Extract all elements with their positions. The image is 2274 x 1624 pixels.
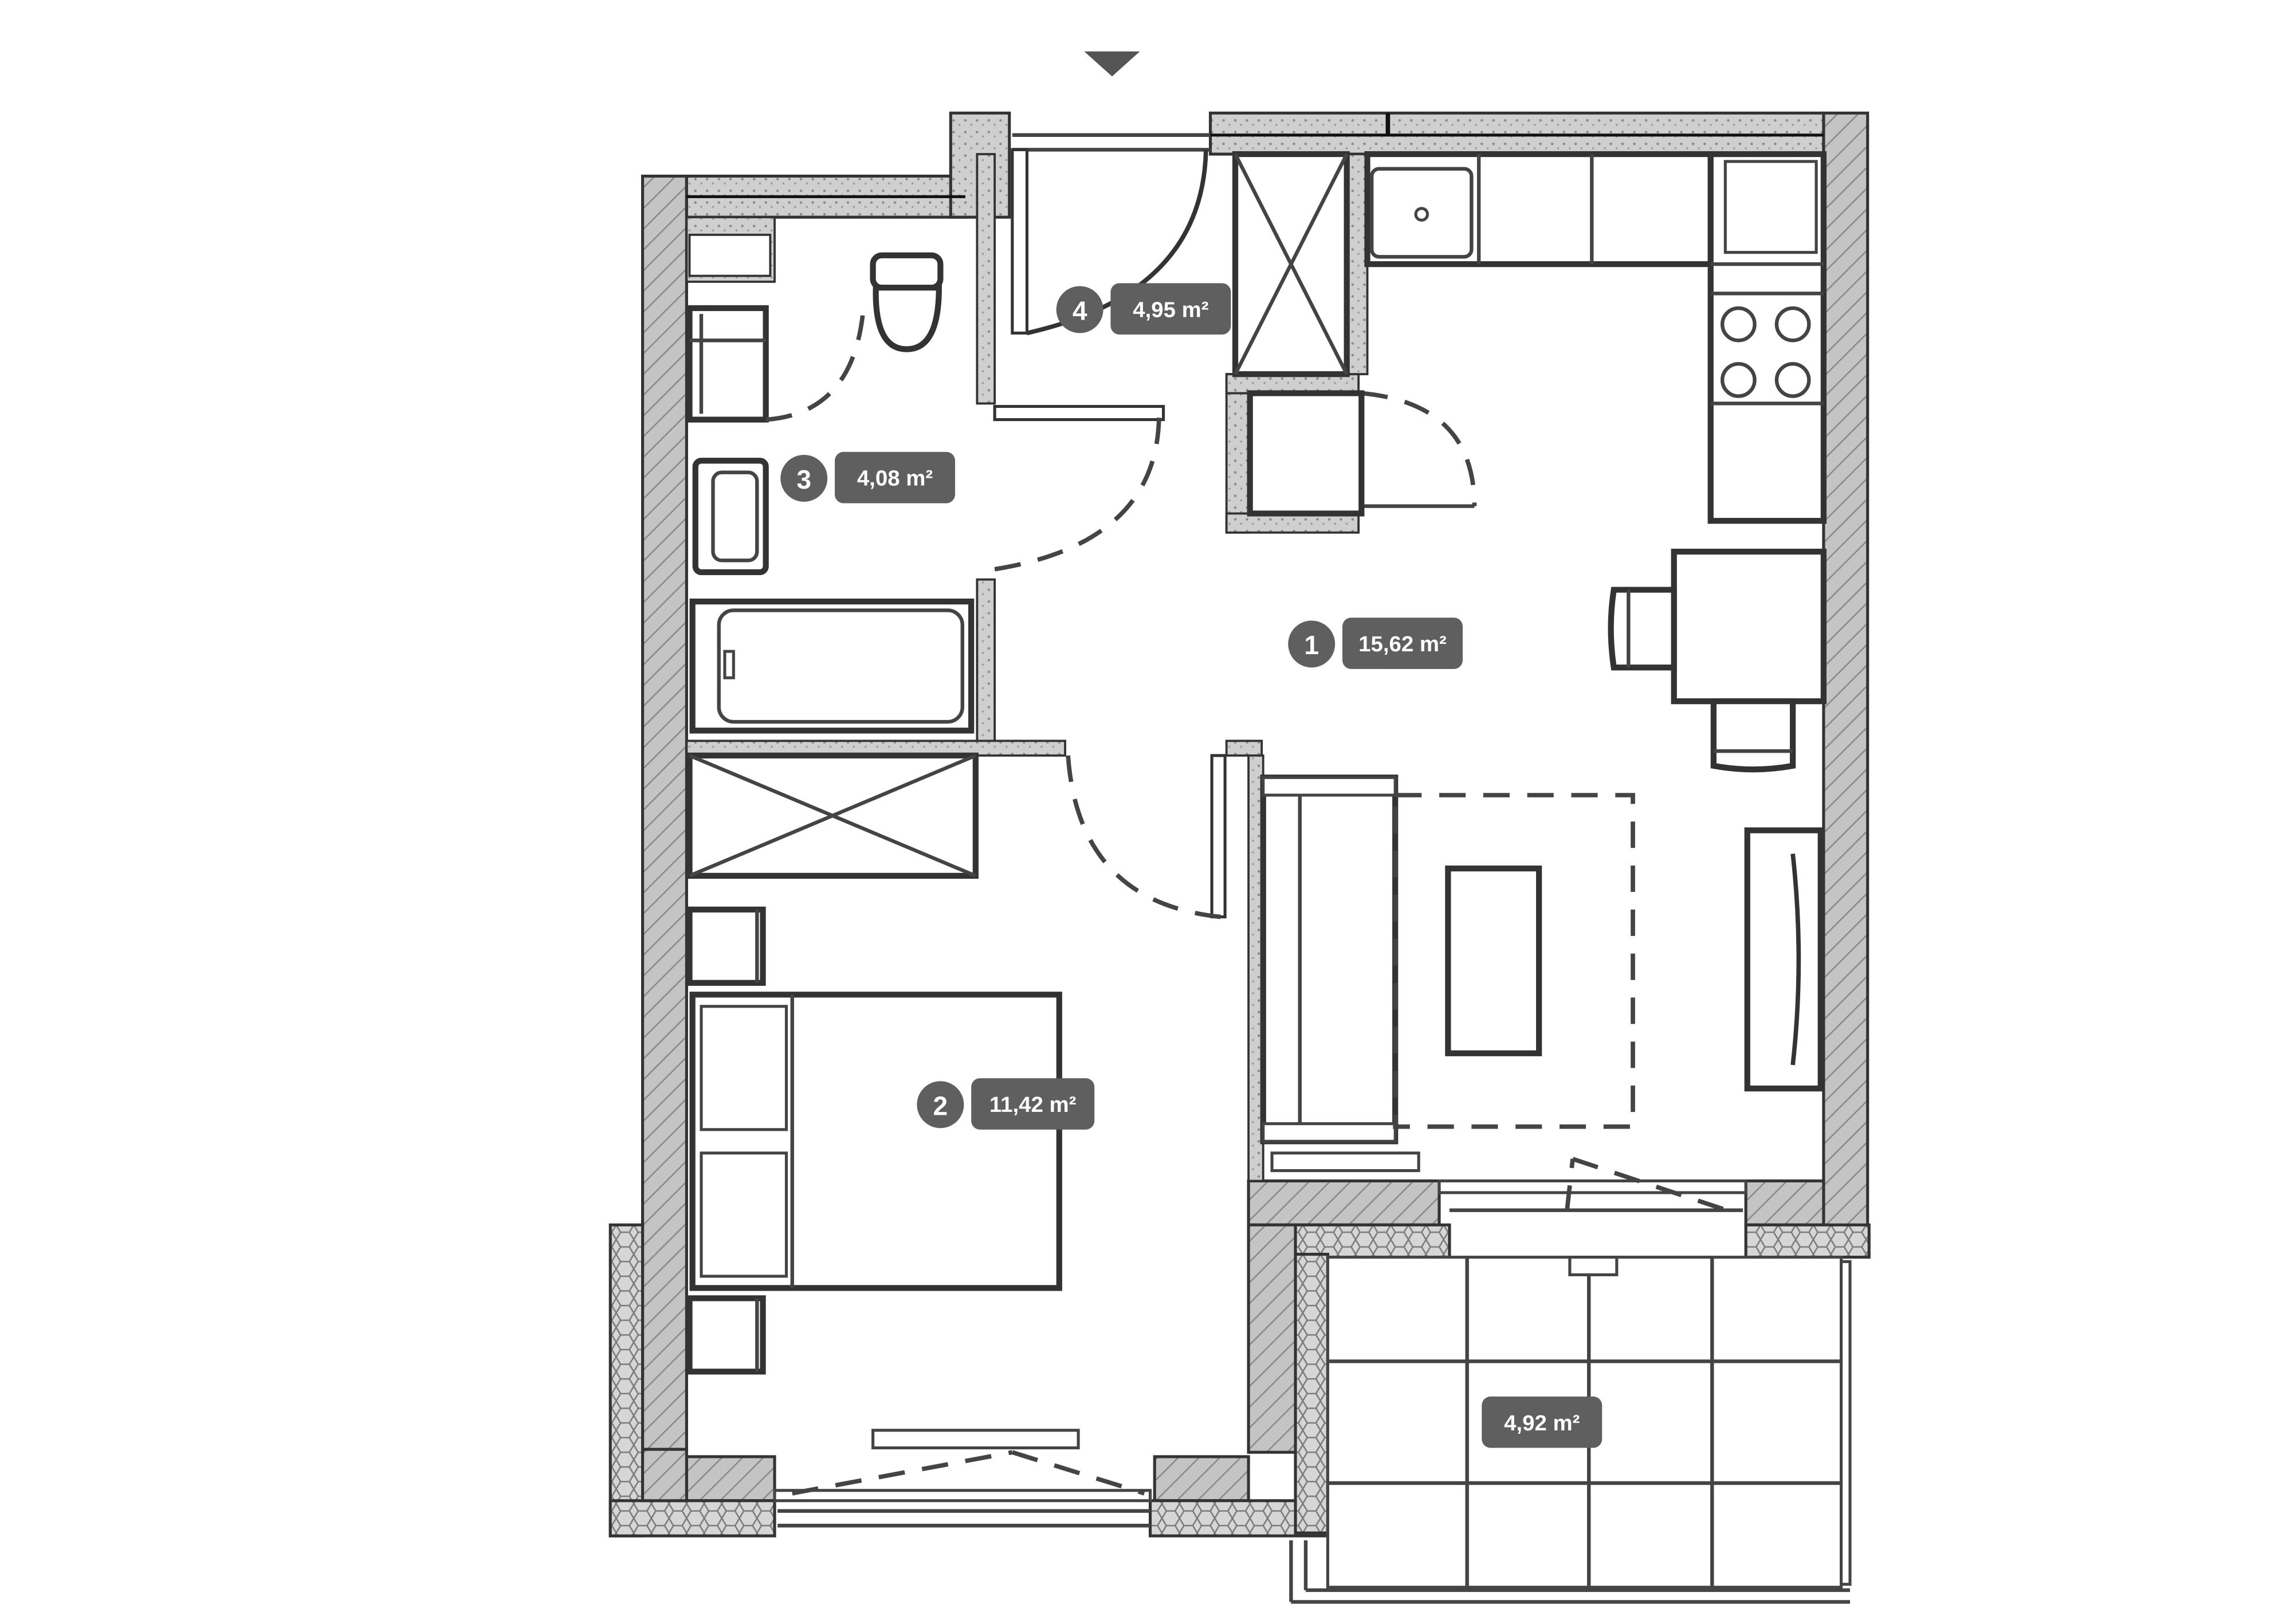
rug (1393, 793, 1635, 1129)
triangle-down-icon (1084, 51, 1140, 77)
room-area: 11,42 m² (989, 1092, 1077, 1117)
room-badge-4: 4 4,95 m² (1056, 283, 1231, 335)
toilet-icon (870, 252, 944, 352)
exterior-walls (641, 111, 1870, 1503)
utility-closet (1247, 390, 1365, 517)
wardrobe-bedroom (686, 752, 979, 879)
dining-table (1671, 548, 1827, 705)
washing-machine-icon (686, 305, 865, 423)
nightstand (686, 906, 766, 986)
sofa (1260, 774, 1399, 1145)
entrance-door (1011, 133, 1211, 336)
tv-cabinet (1744, 827, 1824, 1092)
room-number: 4 (1073, 296, 1087, 325)
wardrobe-hall (1232, 151, 1350, 378)
balcony-walls (608, 1223, 1871, 1538)
bedroom-door (1066, 754, 1227, 919)
bathtub-icon (689, 598, 975, 734)
sink-icon (692, 458, 769, 575)
chair-icon (1710, 698, 1796, 773)
room-area: 15,62 m² (1358, 632, 1447, 656)
room-area: 4,08 m² (857, 466, 933, 491)
closet-door (1360, 391, 1477, 508)
balcony-badge: 4,92 m² (1482, 1396, 1603, 1448)
chair-icon (1608, 587, 1677, 671)
room-badge-3: 3 4,08 m² (780, 451, 955, 504)
kitchen-sink-icon (1370, 167, 1474, 259)
bed (689, 992, 1062, 1291)
room-area: 4,95 m² (1133, 297, 1208, 322)
coffee-table (1445, 865, 1542, 1056)
room-number: 1 (1304, 630, 1319, 660)
kitchen-counter (1364, 151, 1827, 524)
room-number: 3 (796, 465, 811, 494)
bathroom-door (993, 404, 1165, 572)
cooktop-icon (1720, 306, 1811, 398)
balcony-area: 4,92 m² (1504, 1411, 1580, 1436)
room-number: 2 (933, 1091, 948, 1120)
room-badge-2: 2 11,42 m² (917, 1078, 1095, 1130)
room-badge-1: 1 15,62 m² (1288, 618, 1463, 669)
windows (773, 113, 1747, 1528)
nightstand (686, 1295, 766, 1375)
